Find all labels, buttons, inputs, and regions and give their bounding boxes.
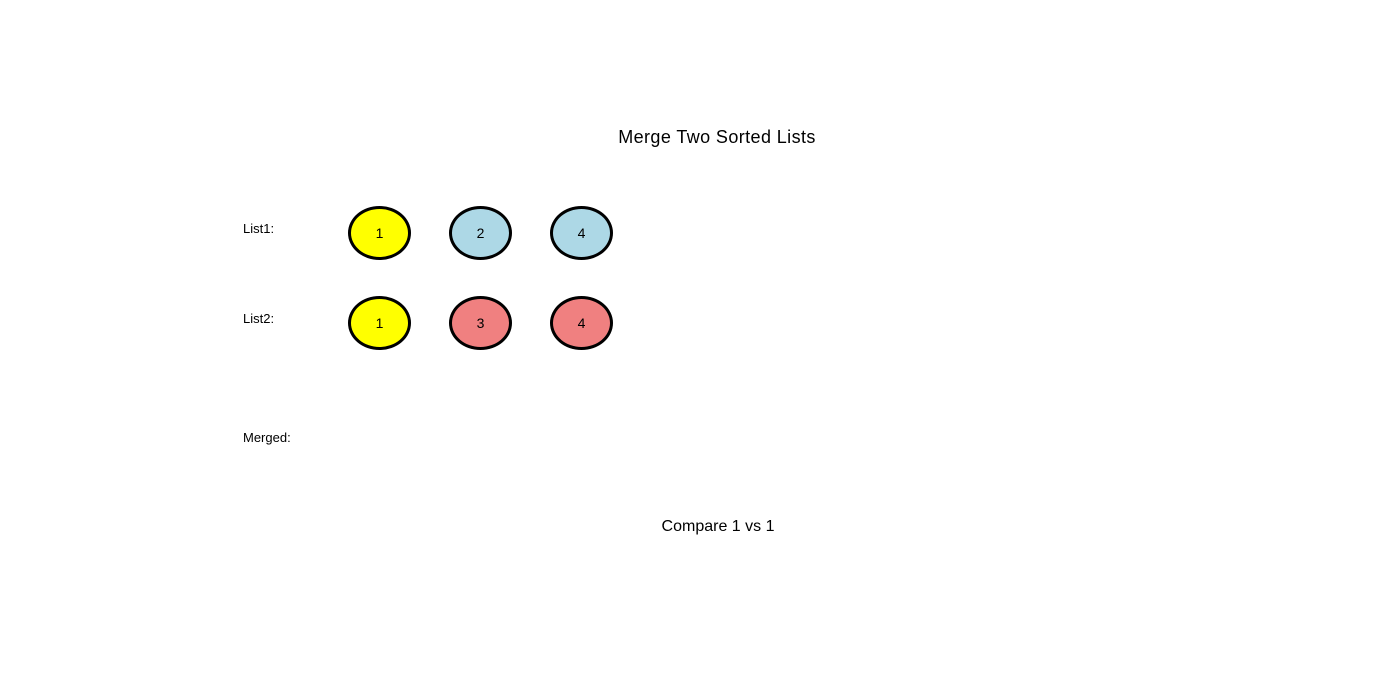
page-title: Merge Two Sorted Lists — [618, 127, 816, 147]
list1-node-0: 1 — [348, 206, 411, 260]
list1-node-2: 4 — [550, 206, 613, 260]
list1-label: List1: — [243, 221, 275, 236]
node-value: 2 — [476, 225, 485, 241]
list2-node-2: 4 — [550, 296, 613, 350]
node-value: 1 — [375, 315, 384, 331]
list2-node-0: 1 — [348, 296, 411, 350]
merged-label: Merged: — [243, 430, 291, 445]
node-value: 4 — [577, 225, 586, 241]
node-value: 4 — [577, 315, 586, 331]
list2-label: List2: — [243, 311, 275, 326]
list1-node-1: 2 — [449, 206, 512, 260]
node-value: 3 — [476, 315, 485, 331]
list2-node-1: 3 — [449, 296, 512, 350]
node-value: 1 — [375, 225, 384, 241]
status-text: Compare 1 vs 1 — [661, 518, 775, 535]
